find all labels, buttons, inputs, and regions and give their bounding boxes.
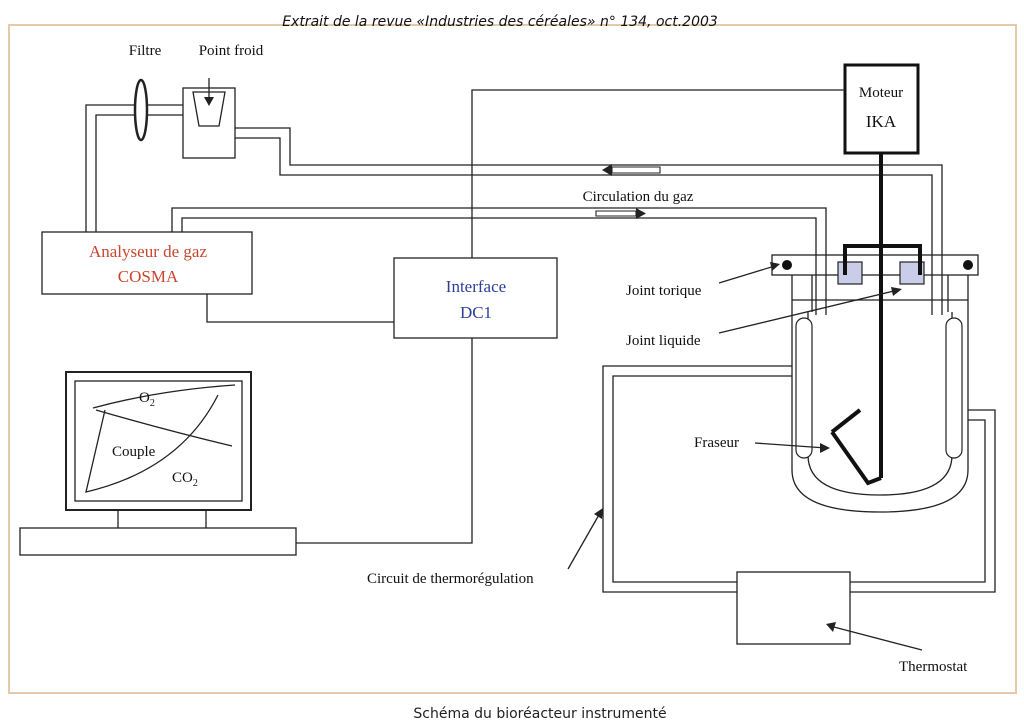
motor-line2: IKA	[866, 112, 897, 131]
signal-wires	[206, 89, 845, 544]
computer-keyboard-base	[19, 527, 297, 556]
gas-return-pipe	[85, 104, 943, 255]
monitor-stand	[117, 510, 207, 528]
liquid-seal-left	[837, 261, 863, 285]
supply-flow-arrow	[595, 210, 637, 217]
supply-flow-arrowhead	[636, 208, 646, 219]
curve-couple	[95, 409, 233, 447]
frame-border	[8, 24, 1017, 694]
o-ring-right	[963, 260, 973, 270]
point-froid-label: Point froid	[199, 43, 264, 59]
monitor-couple-label: Couple	[112, 444, 156, 460]
thermostat-label: Thermostat	[899, 659, 968, 675]
reactor-lid	[771, 254, 979, 276]
return-flow-arrow	[611, 166, 661, 174]
cold-point-funnel	[192, 91, 226, 127]
circulation-label: Circulation du gaz	[583, 189, 694, 205]
header-text: Extrait de la revue «Industries des céré…	[282, 14, 718, 30]
fraseur-label: Fraseur	[694, 435, 739, 451]
motor-box	[843, 63, 920, 155]
annotation-leaders	[567, 264, 923, 651]
joint-torique-label: Joint torique	[626, 283, 702, 299]
analyzer-line2: COSMA	[118, 267, 179, 286]
joint-liquide-label: Joint liquide	[626, 333, 701, 349]
jacket-right	[945, 317, 963, 459]
reactor-gas-ports	[815, 255, 943, 315]
filtre-label: Filtre	[129, 43, 162, 59]
jacket-left	[795, 317, 813, 459]
return-flow-arrowhead	[602, 164, 612, 176]
curve-co2	[85, 394, 219, 493]
lid-flange	[791, 275, 969, 312]
monitor-screen	[74, 380, 243, 502]
thermostat-box	[736, 571, 851, 645]
gas-supply-pipe	[171, 207, 827, 255]
curve-o2	[92, 384, 236, 409]
interface-line2: DC1	[460, 303, 492, 322]
monitor-co2-label: CO2	[172, 470, 198, 489]
stirrer-blade	[830, 408, 882, 486]
interface-line1: Interface	[446, 277, 506, 296]
o-ring-left	[782, 260, 792, 270]
analyzer-line1: Analyseur de gaz	[89, 242, 207, 261]
motor-line1: Moteur	[859, 85, 903, 101]
annotation-arrowheads	[594, 262, 902, 632]
monitor-o2-label: O2	[139, 390, 155, 409]
thermoregulation-pipe	[602, 365, 996, 593]
filter-symbol	[133, 78, 149, 142]
gas-analyzer-box	[41, 231, 253, 295]
reactor-outer-wall	[791, 312, 969, 513]
interface-box	[393, 257, 558, 339]
figure-caption: Schéma du bioréacteur instrumenté	[413, 706, 666, 722]
cold-point-arrowhead	[204, 97, 214, 106]
circuit-thermo-label: Circuit de thermorégulation	[367, 571, 534, 587]
reactor-inner-wall	[807, 312, 953, 496]
